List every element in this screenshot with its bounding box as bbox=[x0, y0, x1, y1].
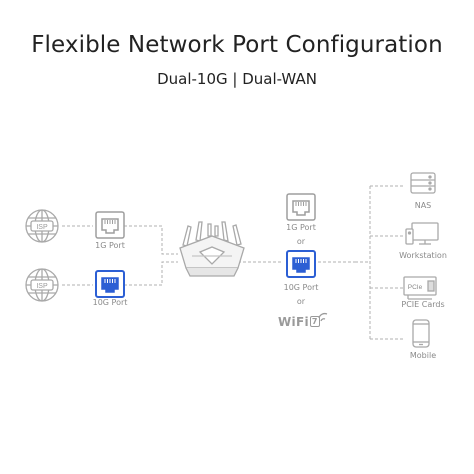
wifi-label: WiFi bbox=[278, 315, 309, 329]
wifi-version-badge: 7 bbox=[309, 316, 320, 327]
device-label-workstation: Workstation bbox=[399, 251, 447, 260]
right-port-10g-label: 10G Port bbox=[283, 283, 319, 292]
ethernet-port-10g-icon bbox=[95, 270, 125, 298]
ethernet-port-1g-icon bbox=[95, 211, 125, 239]
right-port-1g-label: 1G Port bbox=[286, 223, 316, 232]
workstation-icon bbox=[405, 222, 439, 245]
ethernet-port-1g-icon bbox=[286, 193, 316, 221]
page-title: Flexible Network Port Configuration bbox=[31, 32, 443, 58]
isp-label: ISP bbox=[36, 283, 48, 290]
ethernet-port-10g-icon bbox=[286, 250, 316, 278]
router-icon bbox=[179, 221, 245, 277]
or-separator: or bbox=[296, 237, 306, 246]
device-label-pcie-cards: PCIE Cards bbox=[401, 300, 445, 309]
connector-lines bbox=[62, 185, 404, 340]
wifi-signal-icon bbox=[318, 312, 328, 322]
pcie-card-icon bbox=[403, 276, 437, 300]
isp-globe-icon bbox=[25, 268, 59, 302]
device-label-mobile: Mobile bbox=[409, 351, 437, 360]
or-separator: or bbox=[296, 297, 306, 306]
isp-label: ISP bbox=[36, 224, 48, 231]
nas-icon bbox=[410, 172, 436, 194]
device-label-nas: NAS bbox=[414, 201, 432, 210]
isp-globe-icon bbox=[25, 209, 59, 243]
mobile-phone-icon bbox=[412, 319, 430, 348]
page-subtitle: Dual-10G | Dual-WAN bbox=[157, 70, 317, 88]
left-port-1g-label: 1G Port bbox=[95, 241, 125, 250]
left-port-10g-label: 10G Port bbox=[92, 298, 128, 307]
pcie-card-text: PCIe bbox=[408, 284, 423, 291]
